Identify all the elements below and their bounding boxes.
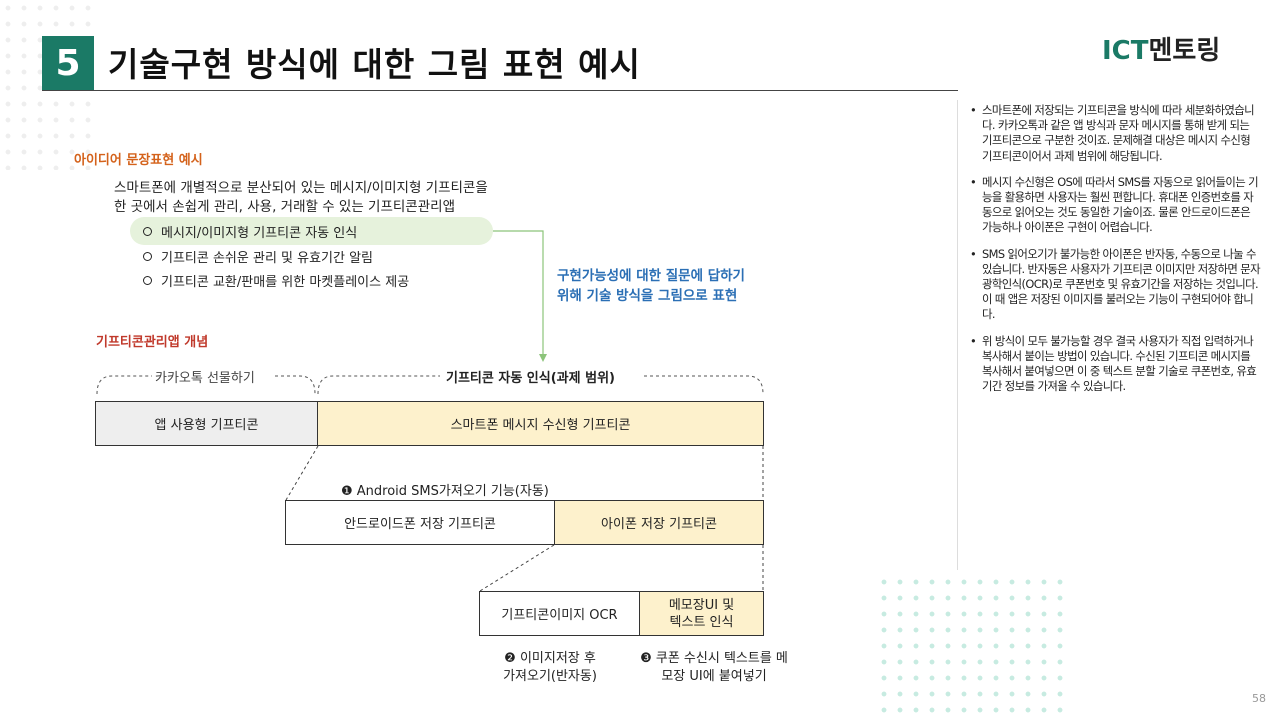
title-divider: [42, 90, 958, 91]
idea-description: 스마트폰에 개별적으로 분산되어 있는 메시지/이미지형 기프티콘을 한 곳에서…: [114, 179, 488, 217]
callout-text: 구현가능성에 대한 질문에 답하기 위해 기술 방식을 그림으로 표현: [557, 266, 745, 306]
box-memo-ui: 메모장UI 및 텍스트 인식: [639, 591, 764, 636]
box-memo-line-2: 텍스트 인식: [669, 614, 734, 630]
explanation-paragraph: 메시지 수신형은 OS에 따라서 SMS를 자동으로 읽어들이는 기능을 활용하…: [970, 175, 1262, 236]
list-item: 기프티콘 교환/판매를 위한 마켓플레이스 제공: [143, 271, 409, 290]
page-number: 58: [1252, 692, 1266, 705]
step3-line-2: 모장 UI에 붙여넣기: [661, 669, 767, 684]
step2-line-1: ❷ 이미지저장 후: [504, 651, 596, 666]
explanation-paragraph: 스마트폰에 저장되는 기프티콘을 방식에 따라 세분화하였습니다. 카카오톡과 …: [970, 103, 1262, 164]
step3-label: ❸ 쿠폰 수신시 텍스트를 메 모장 UI에 붙여넣기: [634, 650, 794, 686]
callout-line-1: 구현가능성에 대한 질문에 답하기: [557, 268, 745, 284]
step3-line-1: ❸ 쿠폰 수신시 텍스트를 메: [640, 651, 788, 666]
explanation-paragraph: SMS 읽어오기가 불가능한 아이폰은 반자동, 수동으로 나눌 수 있습니다.…: [970, 247, 1262, 323]
ict-mentoring-logo: ICT멘토링: [1102, 30, 1220, 67]
explanation-paragraph: 위 방식이 모두 불가능할 경우 결국 사용자가 직접 입력하거나 복사해서 붙…: [970, 334, 1262, 395]
concept-heading: 기프티콘관리앱 개념: [96, 335, 209, 350]
box-iphone-gifticon: 아이폰 저장 기프티콘: [554, 500, 764, 545]
box-ocr: 기프티콘이미지 OCR: [479, 591, 640, 636]
list-item: 메시지/이미지형 기프티콘 자동 인식: [143, 222, 357, 241]
step2-label: ❷ 이미지저장 후 가져오기(반자동): [495, 650, 605, 686]
column-divider: [957, 100, 958, 570]
callout-line-2: 위해 기술 방식을 그림으로 표현: [557, 288, 738, 304]
logo-ict: ICT: [1102, 36, 1149, 66]
brace-label-kakao: 카카오톡 선물하기: [155, 371, 255, 386]
box-memo-line-1: 메모장UI 및: [668, 597, 735, 613]
page-title: 기술구현 방식에 대한 그림 표현 예시: [108, 45, 641, 84]
logo-mentoring: 멘토링: [1148, 36, 1221, 66]
idea-line-1: 스마트폰에 개별적으로 분산되어 있는 메시지/이미지형 기프티콘을: [114, 180, 488, 196]
section-number-badge: 5: [42, 36, 94, 90]
idea-line-2: 한 곳에서 손쉽게 관리, 사용, 거래할 수 있는 기프티콘관리앱: [114, 199, 455, 215]
circle-bullet-icon: [143, 276, 152, 285]
idea-heading: 아이디어 문장표현 예시: [74, 153, 203, 168]
box-android-gifticon: 안드로이드폰 저장 기프티콘: [285, 500, 555, 545]
list-item-label: 기프티콘 손쉬운 관리 및 유효기간 알림: [161, 251, 374, 266]
explanation-panel: 스마트폰에 저장되는 기프티콘을 방식에 따라 세분화하였습니다. 카카오톡과 …: [970, 103, 1262, 405]
list-item-label: 메시지/이미지형 기프티콘 자동 인식: [161, 226, 358, 241]
circle-bullet-icon: [143, 252, 152, 261]
box-sms-gifticon: 스마트폰 메시지 수신형 기프티콘: [317, 401, 764, 446]
step1-label: ❶ Android SMS가져오기 기능(자동): [341, 484, 549, 499]
brace-label-scope: 기프티콘 자동 인식(과제 범위): [446, 371, 615, 386]
highlighted-item-background: [130, 217, 493, 245]
list-item-label: 기프티콘 교환/판매를 위한 마켓플레이스 제공: [161, 275, 410, 290]
list-item: 기프티콘 손쉬운 관리 및 유효기간 알림: [143, 247, 373, 266]
decorative-dots-bottom-right: [876, 574, 1072, 720]
step2-line-2: 가져오기(반자동): [503, 669, 597, 684]
circle-bullet-icon: [143, 227, 152, 236]
box-app-gifticon: 앱 사용형 기프티콘: [95, 401, 318, 446]
